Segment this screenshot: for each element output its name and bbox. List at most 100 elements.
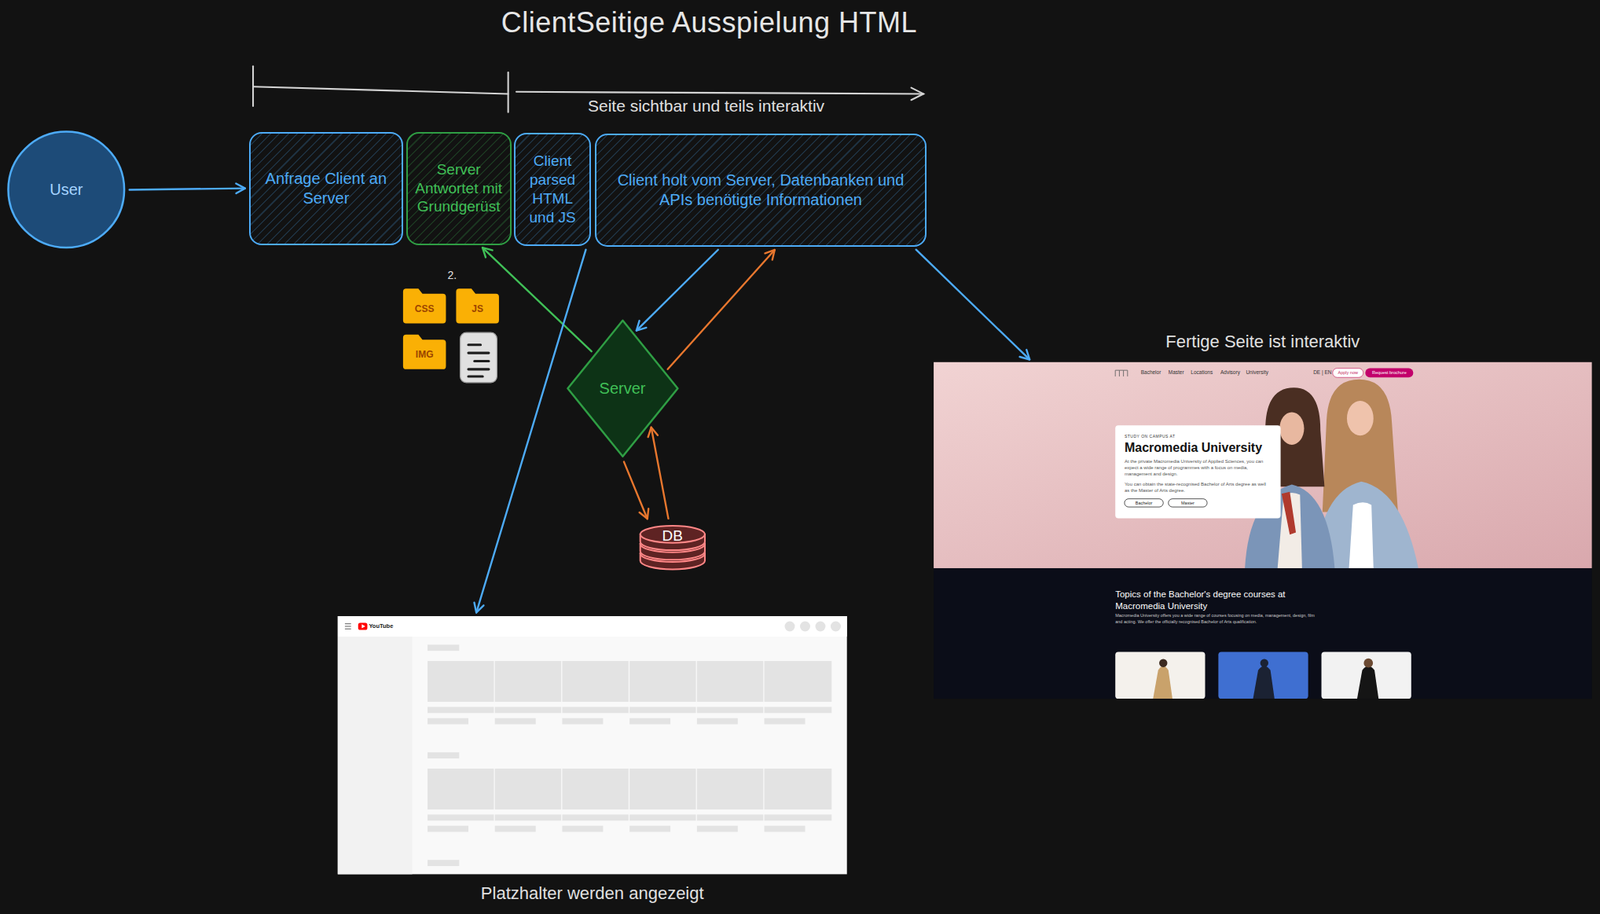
face: [1346, 400, 1374, 436]
card-figure: [1357, 666, 1379, 700]
placeholder-bar: [495, 707, 562, 714]
arrow-head: [235, 183, 245, 194]
section-text: Macromedia University offers you a wide …: [1115, 612, 1320, 624]
placeholder-thumb: [697, 660, 764, 702]
connector-line: [636, 249, 719, 331]
play-triangle: [361, 623, 366, 628]
placeholder-bar: [427, 859, 459, 867]
hamburger-line: [344, 625, 352, 627]
placeholder-bar: [561, 707, 628, 714]
asset-icons: [403, 288, 500, 382]
button-text: Apply now: [1338, 370, 1358, 376]
connector-line: [129, 188, 246, 191]
arrow-head: [636, 320, 646, 331]
database-cylinder: DB: [638, 522, 707, 577]
document-line: [468, 367, 489, 371]
placeholder-thumb: [764, 660, 833, 702]
scarf: [1281, 491, 1296, 536]
connector-arrow: [636, 249, 719, 331]
shirt: [1349, 502, 1374, 569]
outline-button: [1124, 499, 1164, 507]
connector-arrow: [648, 427, 669, 519]
callout-number: 2.: [447, 267, 457, 283]
document-lines: [468, 344, 489, 377]
node-label: Server Antwortet mit Grundgerüst: [414, 160, 504, 217]
arrow-head: [482, 247, 493, 257]
process-box: Client parsed HTML und JS: [513, 132, 591, 246]
hero-wall: [933, 362, 1593, 569]
circle-shape: [8, 132, 125, 249]
youtube-screenshot: [337, 616, 848, 874]
placeholder-bar: [764, 718, 806, 725]
section-heading: Topics of the Bachelor's degree courses …: [1115, 588, 1304, 613]
hamburger-line: [344, 623, 352, 624]
hero-card: [1115, 425, 1281, 518]
nav-item: Master: [1168, 369, 1185, 376]
node-label: DB: [638, 526, 707, 546]
process-box: Server Antwortet mit Grundgerüst: [406, 132, 512, 246]
timeline-arrow-head: [911, 88, 925, 101]
hamburger-icon: [344, 623, 352, 629]
placeholder-row: [427, 644, 832, 724]
course-card: [1321, 651, 1412, 699]
icon-placeholder: [785, 620, 796, 632]
eyebrow-text: STUDY ON CAMPUS AT: [1124, 433, 1176, 440]
connector-line: [482, 247, 592, 352]
card-figure-head: [1363, 658, 1373, 668]
connector-arrow: [623, 462, 649, 520]
placeholder-bar: [764, 707, 833, 714]
connector-arrow: [916, 249, 1030, 360]
diagram-title: ClientSeitige Ausspielung HTML: [501, 6, 918, 40]
document-line: [468, 352, 489, 355]
bracket-line: [253, 86, 509, 94]
screenshot-header: [337, 616, 848, 637]
card-figure-head: [1260, 659, 1269, 668]
button-text: Request brochure: [1372, 370, 1407, 376]
face: [1279, 411, 1304, 445]
folder-icon: [403, 288, 447, 323]
document-line: [474, 359, 489, 363]
connector-arrow: [667, 249, 775, 370]
page-screenshot: Fertige Seite ist interaktiv: [933, 362, 1593, 699]
node-label: Server: [587, 378, 658, 399]
connector-arrow: [482, 247, 592, 352]
diamond-shape: [567, 320, 678, 457]
document-line: [468, 374, 483, 378]
hero-heading: Macromedia University: [1124, 440, 1263, 457]
placeholder-thumb: [427, 660, 494, 702]
placeholder-bar: [427, 718, 469, 725]
connector-arrow: [129, 183, 246, 194]
nav-item: University: [1245, 369, 1269, 376]
hero-text: You can obtain the state-recognised Bach…: [1124, 481, 1270, 495]
folder-label: CSS: [414, 303, 435, 316]
folder-icon: [455, 288, 500, 323]
placeholder-screenshot: Platzhalter werden angezeigt: [337, 616, 848, 875]
hamburger-line: [344, 628, 352, 630]
screenshot-ground: [337, 616, 848, 874]
connector-line: [623, 462, 648, 520]
nav-item: Bachelor: [1141, 369, 1162, 376]
document-icon: [460, 332, 498, 383]
placeholder-bar: [629, 718, 671, 725]
nav-item: Locations: [1190, 369, 1213, 376]
course-card: [1115, 651, 1205, 699]
placeholder-row: [427, 752, 832, 832]
connector-line: [651, 427, 669, 519]
language-switch: DE | EN: [1313, 369, 1332, 376]
nav-item: Advisory: [1220, 369, 1241, 376]
node-label: User: [18, 179, 114, 200]
timeline-arrow: [516, 91, 924, 95]
connector-line: [667, 249, 775, 370]
logo-text: YouTube: [368, 622, 393, 631]
course-card: [1218, 651, 1308, 699]
node-label: Platzhalter werden angezeigt: [480, 882, 705, 905]
folder-icon: [403, 334, 447, 370]
macromedia-screenshot: [933, 362, 1593, 699]
arrow-head: [473, 602, 484, 613]
hero-text: At the private Macromedia University of …: [1124, 458, 1270, 478]
connector-line: [916, 249, 1030, 360]
card-figure: [1253, 666, 1275, 700]
placeholder-thumb: [561, 660, 628, 702]
